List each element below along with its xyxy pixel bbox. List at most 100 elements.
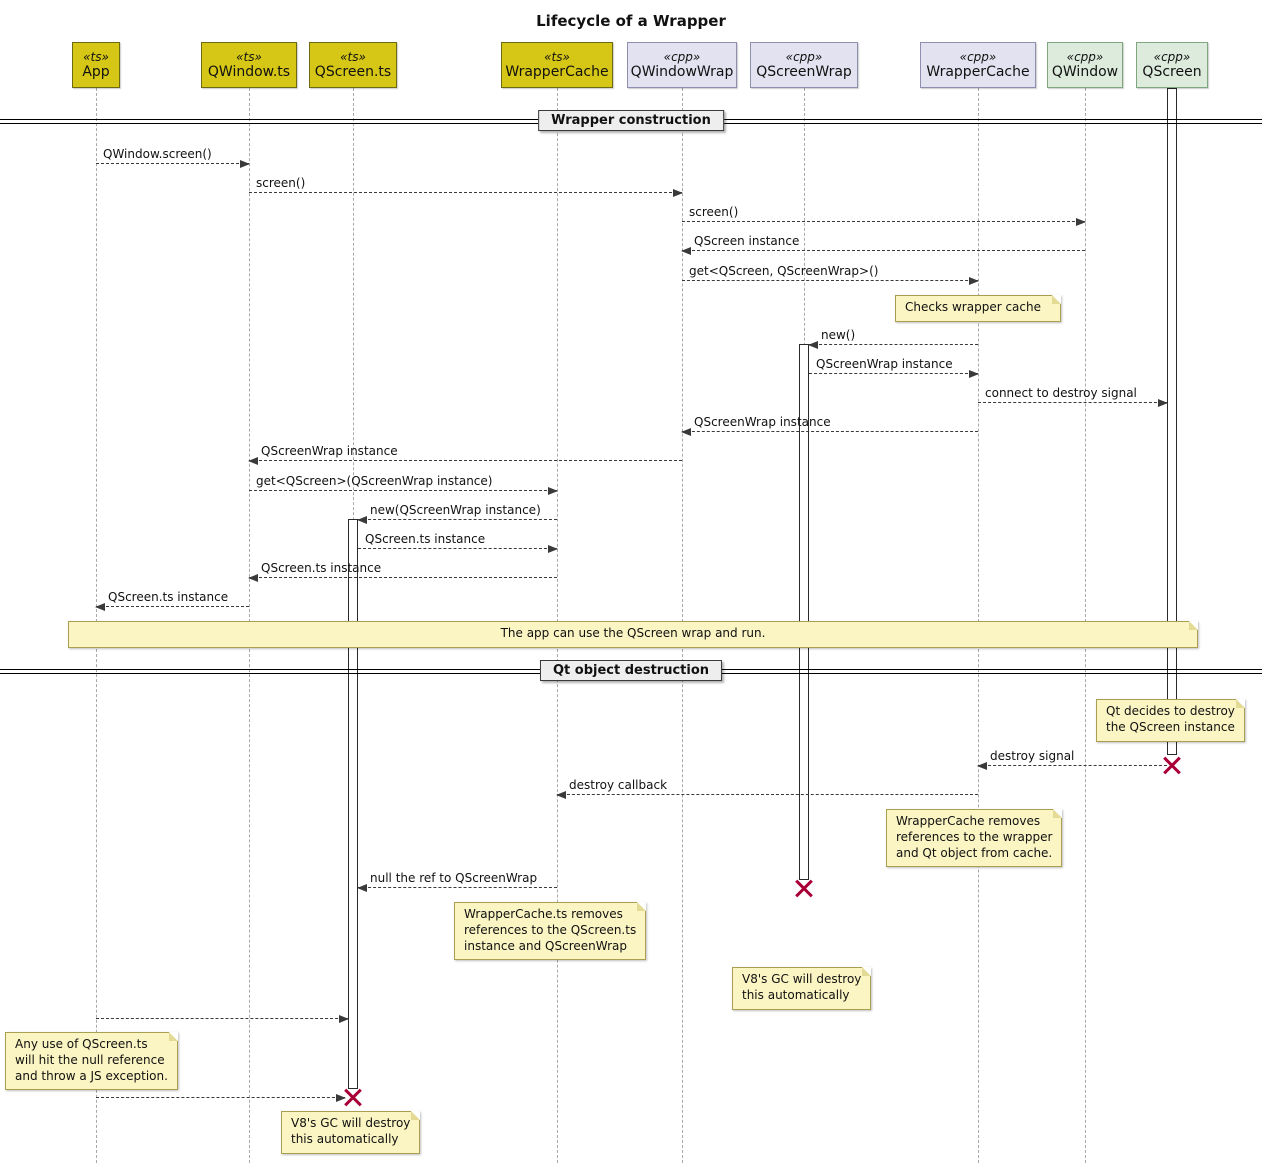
note-checks-wrapper-cache: Checks wrapper cache [895,295,1061,322]
note-fold-icon [862,967,872,976]
participant-qscreen: «cpp» QScreen [1136,42,1208,88]
msg-connect-destroy-signal: connect to destroy signal [978,386,1168,407]
msg-qscreen-instance-return: QScreen instance [681,234,1085,255]
message-line [809,344,978,345]
participant-name: QScreenWrap [756,63,852,80]
arrowhead-icon [95,603,105,611]
note-text: Checks wrapper cache [905,300,1041,314]
destroy-x-qscreen-icon [1162,755,1182,775]
note-v8-gc-qscreen-ts: V8's GC will destroy this automatically [281,1111,421,1154]
arrowhead-icon [808,341,818,349]
participant-stereotype: «ts» [544,49,570,64]
message-label: QScreenWrap instance [261,444,398,458]
msg-qwindow-screen: QWindow.screen() [96,147,250,168]
msg-qscreenwrap-instance-to-cache: QScreenWrap instance [809,357,979,378]
message-line [358,548,557,549]
divider-label: Qt object destruction [539,660,723,681]
arrowhead-icon [681,247,691,255]
arrowhead-icon [1158,399,1168,407]
arrowhead-icon [969,277,979,285]
message-label: destroy signal [990,749,1075,763]
arrowhead-icon [977,762,987,770]
arrowhead-icon [681,428,691,436]
diagram-title: Lifecycle of a Wrapper [536,12,726,30]
message-line [682,431,978,432]
participant-stereotype: «ts» [83,49,109,64]
participant-qwindow-ts: «ts» QWindow.ts [201,42,297,88]
note-fold-icon [1235,699,1245,708]
message-line [96,606,249,607]
message-label: null the ref to QScreenWrap [370,871,538,885]
participant-name: QScreen [1142,63,1202,80]
note-fold-icon [1053,809,1063,818]
participant-stereotype: «cpp» [663,49,701,64]
arrowhead-icon [339,1015,349,1023]
msg-new-qscreenwrap: new() [808,328,978,349]
message-line [249,490,557,491]
msg-qscreen-ts-instance-to-qwindow-ts: QScreen.ts instance [248,561,557,582]
message-label: destroy callback [569,778,668,792]
arrowhead-icon [556,791,566,799]
message-label: new(QScreenWrap instance) [370,503,541,517]
note-app-can-run: The app can use the QScreen wrap and run… [68,621,1198,648]
msg-app-uses-qscreen-ts-1 [96,1002,349,1023]
message-line [809,373,978,374]
note-text: The app can use the QScreen wrap and run… [500,626,766,640]
note-fold-icon [1052,295,1061,304]
participant-stereotype: «ts» [236,49,262,64]
message-label: QWindow.screen() [103,147,212,161]
message-line [682,221,1085,222]
message-line [96,1018,348,1019]
message-label: get<QScreen, QScreenWrap>() [689,264,879,278]
arrowhead-icon [248,457,258,465]
participant-name: QScreen.ts [314,63,392,80]
msg-screen-to-qwindowwrap: screen() [249,176,683,197]
message-label: QScreen.ts instance [365,532,486,546]
destroy-x-qscreenwrap-icon [794,878,814,898]
arrowhead-icon [357,884,367,892]
msg-qscreen-ts-instance-to-app: QScreen.ts instance [95,590,249,611]
divider-label: Wrapper construction [538,110,724,131]
note-wrappercache-removes-refs: WrapperCache removes references to the w… [886,809,1063,868]
participant-qwindow: «cpp» QWindow [1047,42,1123,88]
participant-stereotype: «cpp» [1153,49,1191,64]
note-fold-icon [168,1032,178,1041]
message-line [978,765,1167,766]
note-text: Qt decides to destroy the QScreen instan… [1106,704,1235,734]
participant-stereotype: «cpp» [1066,49,1104,64]
arrowhead-icon [673,189,683,197]
message-label: connect to destroy signal [985,386,1137,400]
activation-qscreen-ts [348,519,358,1089]
note-fold-icon [1189,621,1198,630]
message-line [249,577,557,578]
note-fold-icon [637,902,647,911]
message-line [978,402,1167,403]
participant-qscreen-ts: «ts» QScreen.ts [309,42,397,88]
note-js-exception: Any use of QScreen.ts will hit the null … [5,1032,178,1091]
note-fold-icon [411,1111,421,1120]
participant-wrappercache-ts: «ts» WrapperCache [501,42,613,88]
participant-stereotype: «cpp» [785,49,823,64]
arrowhead-icon [1076,218,1086,226]
message-line [96,163,249,164]
message-label: screen() [256,176,306,190]
msg-app-uses-qscreen-ts-2 [96,1081,346,1102]
message-label: QScreen.ts instance [261,561,382,575]
note-v8-gc-qscreenwrap: V8's GC will destroy this automatically [732,967,872,1010]
msg-destroy-callback: destroy callback [556,778,978,799]
msg-null-ref-qscreenwrap: null the ref to QScreenWrap [357,871,557,892]
destroy-x-qscreen-ts-icon [343,1087,363,1107]
participant-name: QWindow.ts [207,63,291,80]
participant-stereotype: «cpp» [959,49,997,64]
message-label: get<QScreen>(QScreenWrap instance) [256,474,493,488]
msg-qscreenwrap-instance-to-qwindow-ts: QScreenWrap instance [248,444,682,465]
divider-wrapper-construction: Wrapper construction [0,110,1262,134]
note-qt-destroys-qscreen: Qt decides to destroy the QScreen instan… [1096,699,1245,742]
msg-new-qscreen-ts: new(QScreenWrap instance) [357,503,557,524]
participant-name: WrapperCache [926,63,1030,80]
message-label: QScreenWrap instance [694,415,831,429]
message-line [358,887,557,888]
msg-destroy-signal: destroy signal [977,749,1167,770]
arrowhead-icon [548,487,558,495]
